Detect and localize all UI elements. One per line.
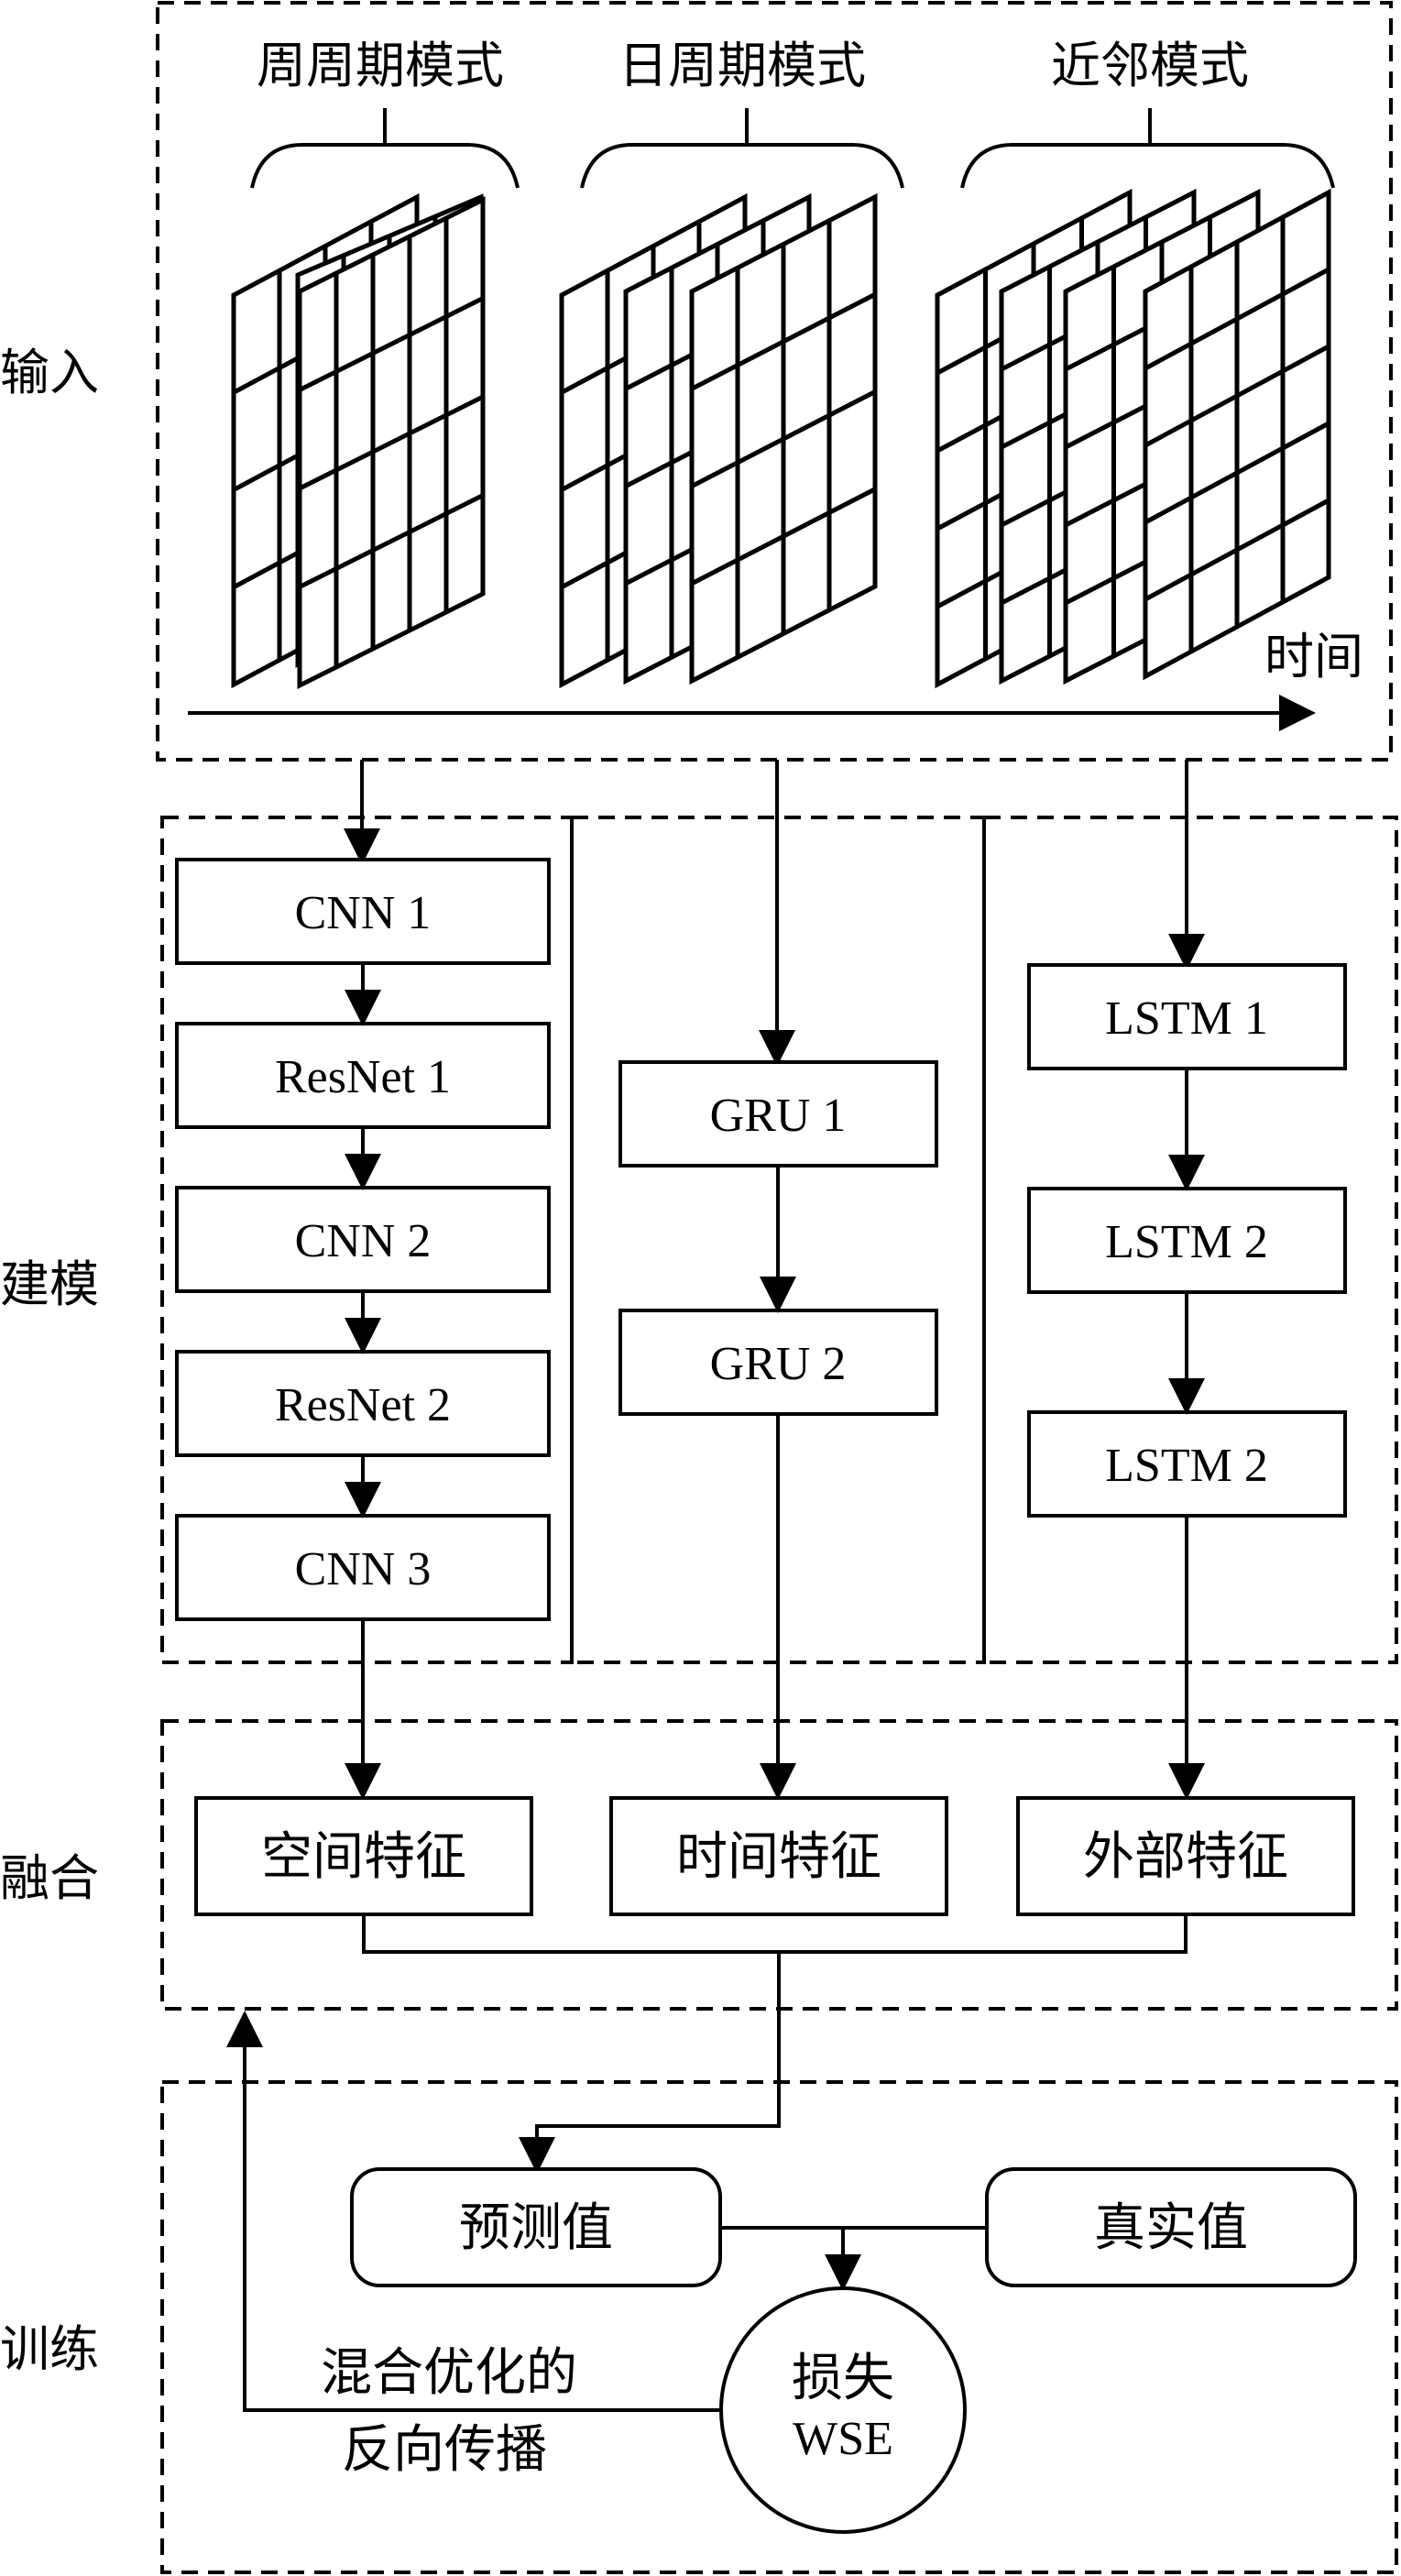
lstm-branch: LSTM 1 LSTM 2 LSTM 2 bbox=[1027, 963, 1347, 1518]
arrow-fusion-to-predicted bbox=[519, 1952, 781, 2174]
box-actual-label: 真实值 bbox=[1094, 2198, 1248, 2258]
input-section-frame bbox=[156, 1, 1393, 762]
grid-layer bbox=[689, 192, 878, 685]
gru-branch: GRU 1 GRU 2 bbox=[618, 1060, 938, 1416]
stage-label-fusion: 融合 bbox=[0, 1849, 99, 1907]
box-external-feature-label: 外部特征 bbox=[1083, 1827, 1288, 1887]
modeling-lstm-frame bbox=[982, 816, 1398, 1664]
backprop-label-line1: 混合优化的 bbox=[321, 2343, 577, 2403]
box-cnn-3-label: CNN 3 bbox=[295, 1543, 432, 1595]
box-lstm-2a-label: LSTM 2 bbox=[1105, 1216, 1268, 1268]
box-cnn-1 bbox=[175, 858, 551, 965]
fusion-merge-line bbox=[362, 1914, 1188, 1954]
box-gru-2 bbox=[618, 1309, 938, 1416]
brace-recent bbox=[960, 108, 1335, 189]
arrow-backprop bbox=[226, 2011, 721, 2412]
box-external-feature bbox=[1016, 1796, 1355, 1916]
box-resnet-1 bbox=[175, 1022, 551, 1129]
grid-layer bbox=[1143, 188, 1331, 681]
brace-weekly bbox=[250, 108, 520, 189]
box-lstm-2b-label: LSTM 2 bbox=[1105, 1440, 1268, 1492]
mode-label-weekly: 周周期模式 bbox=[257, 37, 504, 94]
box-spatial-feature bbox=[194, 1796, 533, 1916]
loss-label-line2: WSE bbox=[793, 2413, 893, 2465]
stage-label-input: 输入 bbox=[0, 344, 99, 401]
traffic-grid-stacks bbox=[231, 188, 1331, 690]
box-temporal-feature-label: 时间特征 bbox=[676, 1827, 881, 1887]
grid-layer bbox=[297, 195, 486, 690]
mode-label-daily: 日周期模式 bbox=[618, 37, 866, 94]
brace-daily bbox=[580, 108, 904, 189]
box-temporal-feature bbox=[609, 1796, 948, 1916]
box-lstm-1-label: LSTM 1 bbox=[1105, 992, 1268, 1045]
stage-label-training: 训练 bbox=[0, 2320, 99, 2378]
box-gru-2-label: GRU 2 bbox=[710, 1338, 847, 1390]
box-cnn-2 bbox=[175, 1186, 551, 1293]
backprop-label-line2: 反向传播 bbox=[342, 2420, 547, 2480]
stage-label-modeling: 建模 bbox=[0, 1255, 99, 1313]
mode-label-recent: 近邻模式 bbox=[1051, 37, 1249, 94]
box-cnn-1-label: CNN 1 bbox=[295, 887, 432, 939]
box-lstm-1 bbox=[1027, 963, 1347, 1070]
box-cnn-2-label: CNN 2 bbox=[295, 1215, 432, 1267]
box-spatial-feature-label: 空间特征 bbox=[261, 1827, 466, 1887]
box-resnet-2 bbox=[175, 1350, 551, 1457]
cnn-branch: CNN 1 ResNet 1 CNN 2 ResNet 2 CNN 3 bbox=[175, 858, 551, 1621]
box-resnet-2-label: ResNet 2 bbox=[275, 1379, 451, 1431]
loss-label-line1: 损失 bbox=[792, 2349, 894, 2408]
box-predicted-label: 预测值 bbox=[459, 2198, 613, 2258]
training-section-frame bbox=[160, 2080, 1398, 2574]
box-resnet-1-label: ResNet 1 bbox=[275, 1051, 451, 1103]
modeling-cnn-frame bbox=[160, 816, 574, 1664]
box-gru-1-label: GRU 1 bbox=[710, 1090, 847, 1142]
loss-node bbox=[719, 2286, 967, 2534]
time-label: 时间 bbox=[1264, 628, 1363, 685]
